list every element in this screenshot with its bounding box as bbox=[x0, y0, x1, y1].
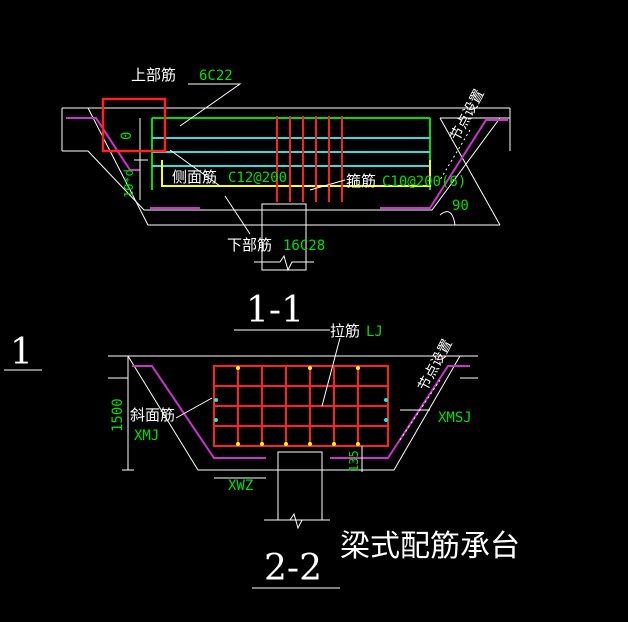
section-mark-2-2: 2-2 bbox=[264, 548, 322, 589]
slope-bar-left bbox=[66, 117, 140, 171]
stirrup-spec: C10@200(6) bbox=[382, 174, 466, 190]
bottom-width-spec: XWZ bbox=[228, 478, 253, 494]
tie-spec: LJ bbox=[366, 324, 383, 340]
angle-value: 90 bbox=[452, 198, 469, 214]
left-mark-text: 1 bbox=[10, 332, 33, 373]
drawing-title: 梁式配筋承台 bbox=[340, 529, 520, 564]
rebar-grid-2 bbox=[213, 365, 389, 447]
side-bar-leader bbox=[169, 149, 221, 187]
angle-arc bbox=[439, 211, 456, 226]
stirrups-1 bbox=[276, 116, 343, 202]
top-bar-spec: 6C22 bbox=[199, 68, 233, 84]
side-bar-label: 侧面筋 bbox=[172, 168, 217, 186]
small-dim: 135 bbox=[347, 450, 361, 472]
bottom-bar-spec: 16C28 bbox=[283, 238, 325, 254]
bottom-bar-line bbox=[161, 160, 431, 187]
slope-bar-2-right bbox=[330, 365, 470, 459]
pile-break-2 bbox=[264, 512, 330, 530]
bottom-bar-leader bbox=[224, 195, 251, 235]
tie-leader bbox=[321, 337, 341, 407]
section-mark-1-1: 1-1 bbox=[246, 290, 304, 331]
cover-value: 0 bbox=[119, 132, 135, 140]
tie-label: 拉筋 bbox=[330, 322, 360, 340]
left-mark: 1 bbox=[4, 332, 42, 373]
slope-label: 斜面筋 bbox=[130, 406, 175, 424]
stirrup-leader bbox=[309, 179, 346, 191]
slope-bar-2-left bbox=[132, 365, 266, 459]
highlight-box[interactable] bbox=[101, 97, 167, 153]
node-setting-1[interactable]: 节点设置 bbox=[447, 87, 487, 144]
side-bar-spec: C12@200 bbox=[228, 170, 287, 186]
stirrup-label: 箍筋 bbox=[346, 172, 376, 190]
slope-spec: XMJ bbox=[134, 428, 159, 444]
rebar-dots-cyan-2 bbox=[214, 398, 388, 422]
anchor-label: 10*d bbox=[122, 169, 136, 198]
rebar-dots-2 bbox=[236, 366, 360, 446]
top-bar-label: 上部筋 bbox=[131, 66, 176, 84]
pile-2 bbox=[277, 451, 323, 521]
slope-leader bbox=[175, 397, 213, 419]
section-2-2: 拉筋 LJ 斜面筋 XMJ XMSJ XWZ 1500 135 节点设置 2-2 bbox=[108, 322, 478, 589]
slope-bar-right bbox=[380, 119, 508, 209]
cap-right-slope bbox=[439, 117, 501, 226]
slope-bottom-spec: XMSJ bbox=[438, 410, 472, 426]
bottom-bar-label: 下部筋 bbox=[227, 236, 272, 254]
top-bar-leader bbox=[179, 83, 242, 127]
node-dotted-line-2 bbox=[399, 379, 441, 441]
pile-break-1 bbox=[254, 254, 314, 272]
pile-1 bbox=[261, 203, 307, 271]
height-value: 1500 bbox=[110, 398, 126, 432]
section-1-1: 上部筋 6C22 侧面筋 C12@200 箍筋 C10@200(6) 下部筋 1… bbox=[61, 66, 511, 331]
